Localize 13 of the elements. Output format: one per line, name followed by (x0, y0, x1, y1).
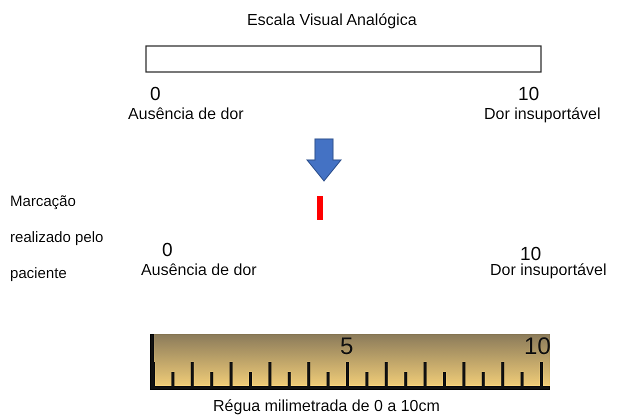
scale-anchor-label: Dor insuportável (490, 262, 606, 280)
scale-title: Escala Visual Analógica (247, 12, 417, 30)
scale-bar (145, 45, 542, 73)
ruler-caption: Régua milimetrada de 0 a 10cm (213, 398, 440, 416)
scale-anchor-label: Dor insuportável (484, 106, 600, 124)
annotation-text: Marcação realizado pelo paciente (10, 192, 104, 284)
scale-value: 0 (162, 240, 173, 262)
ruler-number: 5 (340, 333, 354, 361)
ruler-number: 10 (524, 333, 551, 361)
scale-anchor-label: Ausência de dor (141, 262, 257, 280)
scale-value: 0 (150, 84, 161, 106)
scale-value: 10 (518, 84, 540, 106)
scale-anchor-label: Ausência de dor (128, 106, 244, 124)
